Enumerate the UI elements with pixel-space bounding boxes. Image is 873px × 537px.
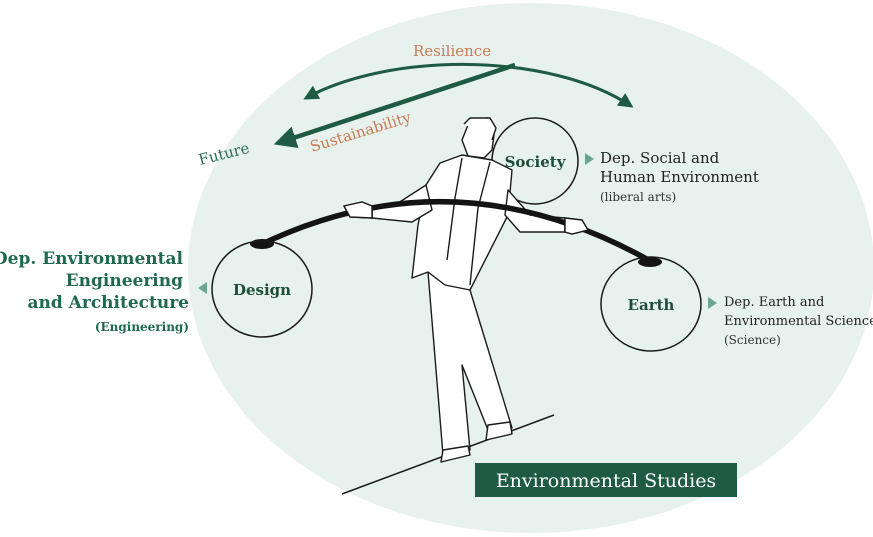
resilience-arrow [303,62,634,108]
design-pointer-icon [198,282,207,294]
dep-eng-line2: Engineering [66,271,183,291]
dep-social-line2: Human Environment [600,168,759,186]
dep-earth-note: (Science) [724,333,781,347]
earth-node-label: Earth [628,296,675,314]
dep-earth-line1: Dep. Earth and [724,295,824,310]
dep-social-line1: Dep. Social and [600,149,720,167]
dep-eng-line3: and Architecture [28,293,190,313]
dep-eng-note: (Engineering) [95,320,189,334]
background-circle [188,3,873,533]
environmental-studies-label: Environmental Studies [496,470,716,492]
dep-eng-line1: Dep. Environmental [0,249,184,269]
resilience-label: Resilience [413,42,491,60]
pole-right-cap [638,257,662,267]
design-node-label: Design [233,281,291,299]
balance-pole [256,198,654,265]
design-node [211,240,313,338]
earth-pointer-icon [708,297,717,309]
society-node-label: Society [505,153,567,171]
earth-node [600,256,702,352]
environmental-studies-banner [475,463,737,497]
dep-social-note: (liberal arts) [600,190,676,204]
dep-earth-line2: Environmental Sciences [724,314,873,329]
society-pointer-icon [585,153,594,165]
sustainability-arrow [273,62,516,149]
